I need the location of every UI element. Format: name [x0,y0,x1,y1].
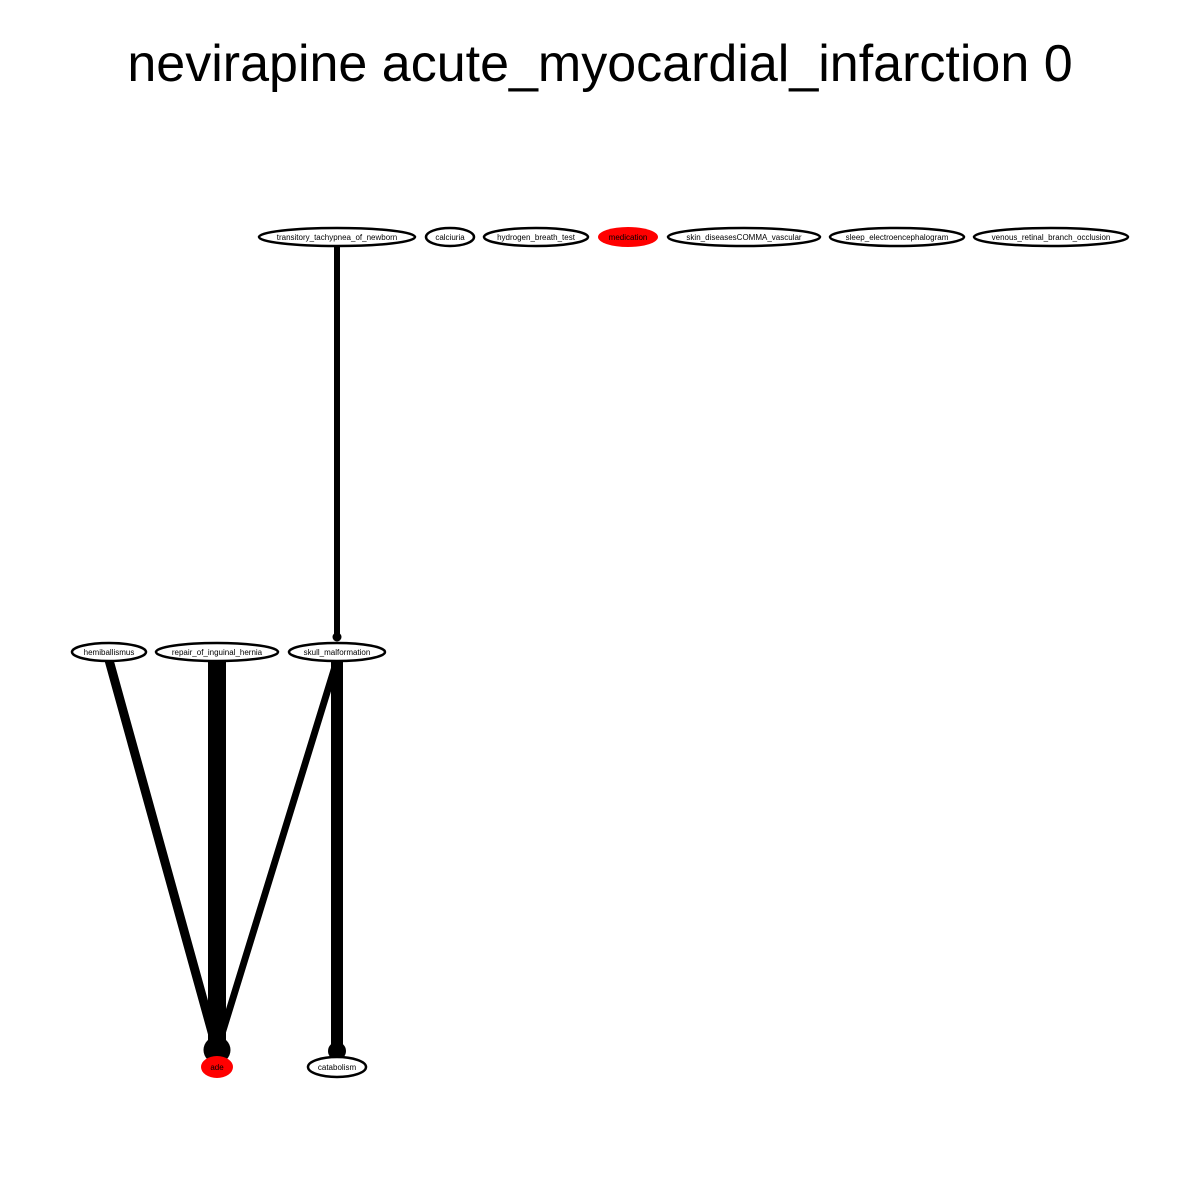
edge-hemiballismus-to-ade [104,655,222,1055]
node-label: catabolism [318,1063,357,1072]
node-catabolism: catabolism [306,1055,368,1079]
node-shape [972,226,1130,248]
node-shape [424,226,476,248]
node-label: skull_malformation [304,648,371,657]
node-label: skin_diseasesCOMMA_vascular [686,233,801,242]
node-skull-malformation: skull_malformation [287,641,387,663]
node-label: venous_retinal_branch_occlusion [992,233,1111,242]
node-label: ade [210,1063,224,1072]
edge-skull-malformation-to-ade [213,656,341,1054]
node-shape [257,226,417,248]
node-ade: ade [201,1056,233,1078]
edges-layer [104,242,346,1064]
graph-title: nevirapine acute_myocardial_infarction 0 [127,35,1073,93]
node-shape [201,1056,233,1078]
node-repair-of-inguinal-hernia: repair_of_inguinal_hernia [154,641,280,663]
node-transitory-tachypnea-of-newborn: transitory_tachypnea_of_newborn [257,226,417,248]
edge-arrowhead [328,1042,346,1060]
node-sleep-electroencephalogram: sleep_electroencephalogram [828,226,966,248]
node-label: calciuria [435,233,465,242]
node-shape [154,641,280,663]
node-shape [287,641,387,663]
node-shape [306,1055,368,1079]
node-label: hemiballismus [84,648,135,657]
node-label: transitory_tachypnea_of_newborn [277,233,398,242]
node-calciuria: calciuria [424,226,476,248]
node-label: hydrogen_breath_test [497,233,576,242]
node-label: sleep_electroencephalogram [846,233,949,242]
node-venous-retinal-branch-occlusion: venous_retinal_branch_occlusion [972,226,1130,248]
node-hydrogen-breath-test: hydrogen_breath_test [482,226,590,248]
node-shape [666,226,822,248]
edge-arrowhead [211,1044,223,1056]
node-label: medication [609,233,648,242]
node-shape [482,226,590,248]
nodes-layer: transitory_tachypnea_of_newborn calciuria… [70,226,1130,1079]
node-skin-diseasescomma-vascular: skin_diseasesCOMMA_vascular [666,226,822,248]
node-shape [598,227,658,247]
edge-arrowhead [332,632,342,642]
node-shape [70,641,148,663]
node-label: repair_of_inguinal_hernia [172,648,263,657]
node-shape [828,226,966,248]
node-medication: medication [598,227,658,247]
node-hemiballismus: hemiballismus [70,641,148,663]
